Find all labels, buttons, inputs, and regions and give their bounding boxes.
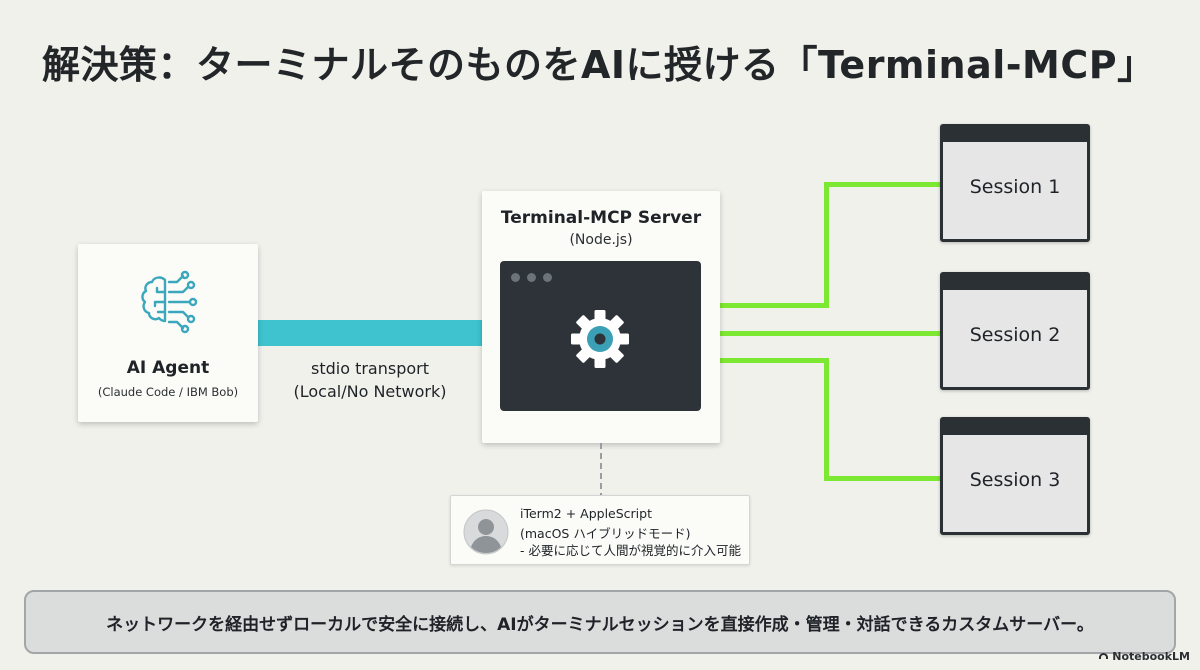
ai-agent-title: AI Agent (126, 358, 210, 378)
connector-session-1-v (824, 182, 829, 308)
stdio-transport-connector (258, 320, 482, 346)
transport-label: stdio transport (Local/No Network) (280, 357, 460, 403)
transport-label-line2: (Local/No Network) (293, 382, 447, 401)
server-title: Terminal-MCP Server (500, 208, 702, 228)
session-label: Session 3 (969, 469, 1061, 491)
session-window-1: Session 1 (940, 124, 1090, 242)
note-line-3: - 必要に応じて人間が視覚的に介入可能 (520, 543, 741, 558)
window-dot-icon (511, 273, 520, 282)
user-icon (463, 509, 509, 555)
session-window-2: Session 2 (940, 272, 1090, 390)
brain-circuit-icon (141, 270, 198, 334)
session-label: Session 2 (969, 324, 1061, 346)
transport-label-line1: stdio transport (310, 359, 429, 378)
connector-session-3-h1 (720, 358, 829, 363)
note-line-1: iTerm2 + AppleScript (520, 506, 652, 521)
summary-banner: ネットワークを経由せずローカルで安全に接続し、AIがターミナルセッションを直接作… (24, 590, 1176, 654)
notebooklm-badge: NotebookLM (1099, 650, 1190, 663)
connector-session-1-h2 (824, 182, 940, 187)
ai-agent-subtitle: (Claude Code / IBM Bob) (97, 385, 239, 399)
gear-icon (571, 310, 629, 368)
note-line-2: (macOS ハイブリッドモード) (520, 526, 691, 541)
server-subtitle: (Node.js) (569, 232, 633, 248)
connector-session-3-h2 (824, 476, 940, 481)
page-title: 解決策：ターミナルそのものをAIに授ける「Terminal-MCP」 (42, 43, 1156, 87)
window-dot-icon (543, 273, 552, 282)
notebooklm-logo-icon (1099, 653, 1109, 659)
notebooklm-label: NotebookLM (1112, 650, 1190, 663)
summary-text: ネットワークを経由せずローカルで安全に接続し、AIがターミナルセッションを直接作… (106, 615, 1094, 635)
connector-session-2 (720, 331, 940, 336)
connector-session-1-h1 (720, 303, 829, 308)
server-note-connector (600, 443, 602, 499)
window-dot-icon (527, 273, 536, 282)
terminal-mcp-server-card: Terminal-MCP Server (Node.js) (482, 191, 720, 443)
session-label: Session 1 (969, 176, 1061, 198)
iterm-note-card: iTerm2 + AppleScript (macOS ハイブリッドモード) -… (450, 495, 750, 565)
ai-agent-card: AI Agent (Claude Code / IBM Bob) (78, 244, 258, 422)
terminal-window (500, 261, 701, 411)
connector-session-3-v (824, 358, 829, 481)
session-window-3: Session 3 (940, 417, 1090, 535)
